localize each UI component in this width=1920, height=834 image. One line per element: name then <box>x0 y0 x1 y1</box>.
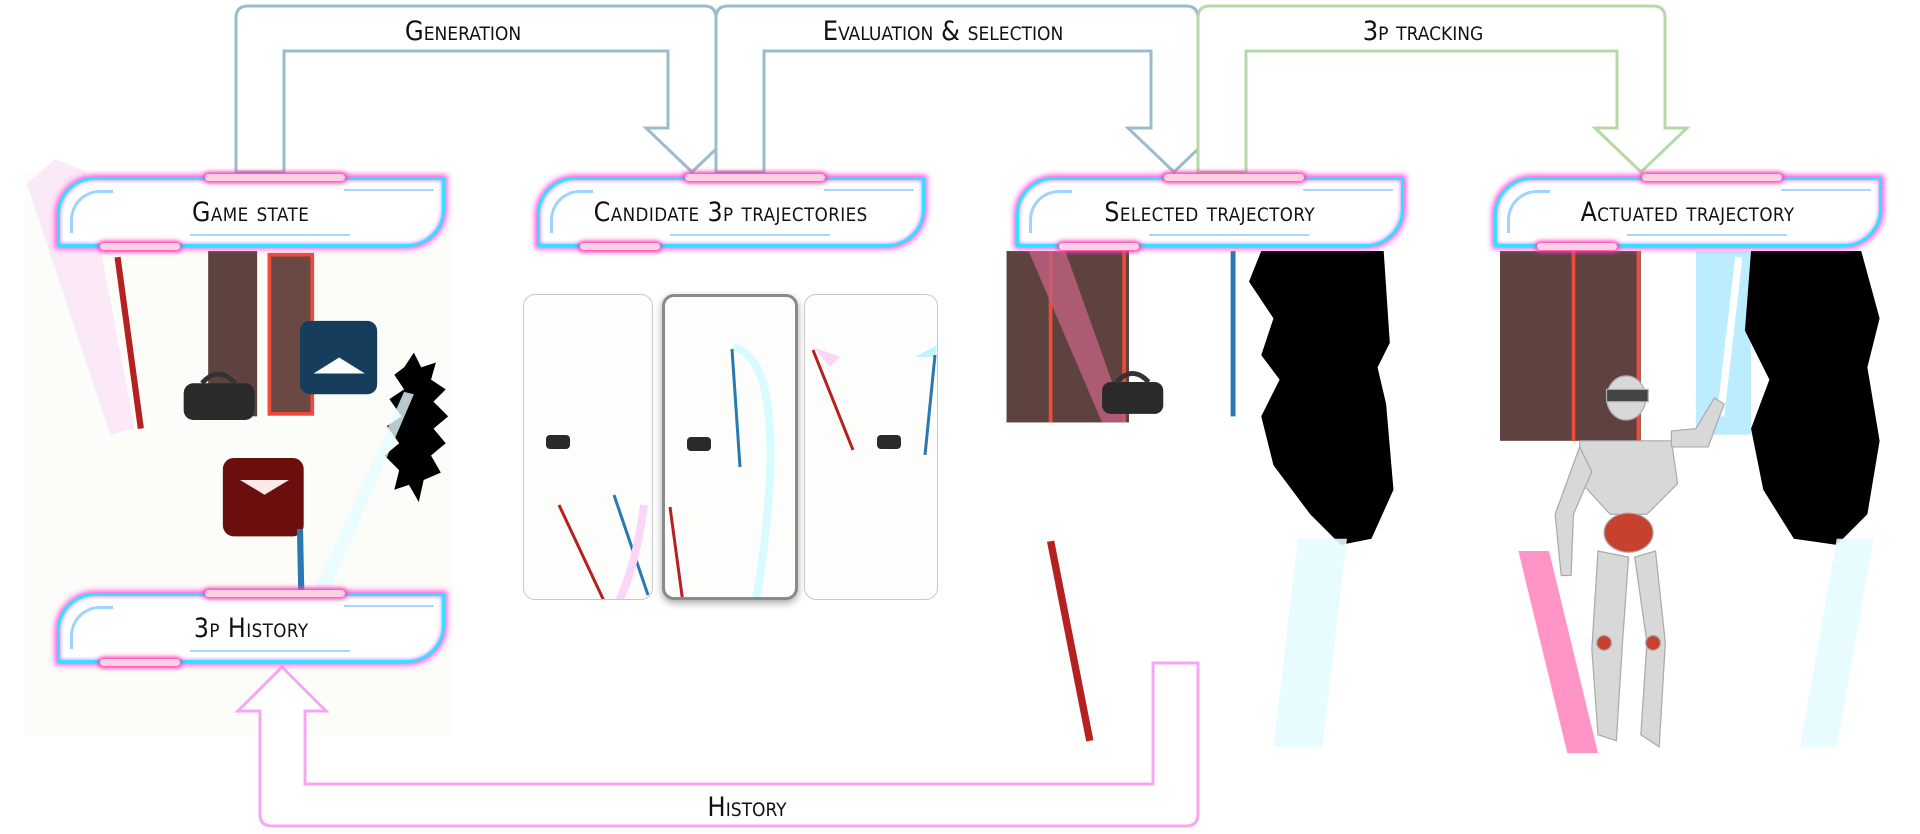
vr-headset-icon <box>877 435 901 449</box>
evaluation-selection-arrow <box>714 4 1224 175</box>
actuated-trajectory-title: Actuated trajectory <box>1580 196 1795 228</box>
candidate-trajectories-title: Candidate 3p trajectories <box>593 196 869 228</box>
selected-trajectory-title: Selected trajectory <box>1104 196 1316 228</box>
candidate-panel-1[interactable] <box>523 294 653 600</box>
selected-trajectory-box: Selected trajectory <box>1016 174 1404 250</box>
humanoid-avatar <box>1554 375 1725 749</box>
blue-note-cube <box>300 320 378 395</box>
game-state-box: Game state <box>57 174 445 250</box>
candidate-panel-2-selected[interactable] <box>662 294 798 600</box>
red-saber-icon <box>811 349 855 451</box>
evaluation-selection-label: Evaluation & selection <box>823 16 1064 47</box>
red-saber-icon <box>557 504 605 599</box>
red-saber-icon <box>668 506 684 597</box>
selected-trajectory-scene <box>1006 251 1394 747</box>
vr-headset-icon <box>183 371 255 421</box>
history-3p-box: 3p History <box>57 590 445 666</box>
bomb-icon <box>1248 251 1394 545</box>
candidate-trajectories-box: Candidate 3p trajectories <box>537 174 925 250</box>
red-note-cube <box>222 457 304 537</box>
history-label: History <box>707 792 787 823</box>
vr-headset-icon <box>687 437 711 451</box>
candidate-trajectory-3 <box>811 345 937 456</box>
actuated-trajectory-scene <box>1500 251 1880 754</box>
bomb-icon <box>384 352 449 503</box>
blue-saber-icon <box>923 354 937 456</box>
generation-arrow <box>234 4 742 175</box>
candidate-trajectory-2 <box>668 343 775 597</box>
vr-headset-icon <box>546 435 570 449</box>
history-3p-title: 3p History <box>193 612 309 644</box>
candidate-panel-3[interactable] <box>804 294 938 600</box>
blue-saber-icon <box>730 348 742 468</box>
tracking-label: 3p tracking <box>1363 16 1484 47</box>
history-arrow <box>234 661 1200 828</box>
candidate-trajectory-1 <box>546 435 650 599</box>
blue-saber-icon <box>612 494 650 596</box>
blue-saber-icon <box>296 528 305 591</box>
generation-label: Generation <box>405 16 521 47</box>
tracking-arrow <box>1196 4 1691 175</box>
bomb-icon <box>1744 251 1880 545</box>
red-saber-icon <box>114 256 144 429</box>
game-state-title: Game state <box>192 196 310 228</box>
actuated-trajectory-box: Actuated trajectory <box>1494 174 1882 250</box>
